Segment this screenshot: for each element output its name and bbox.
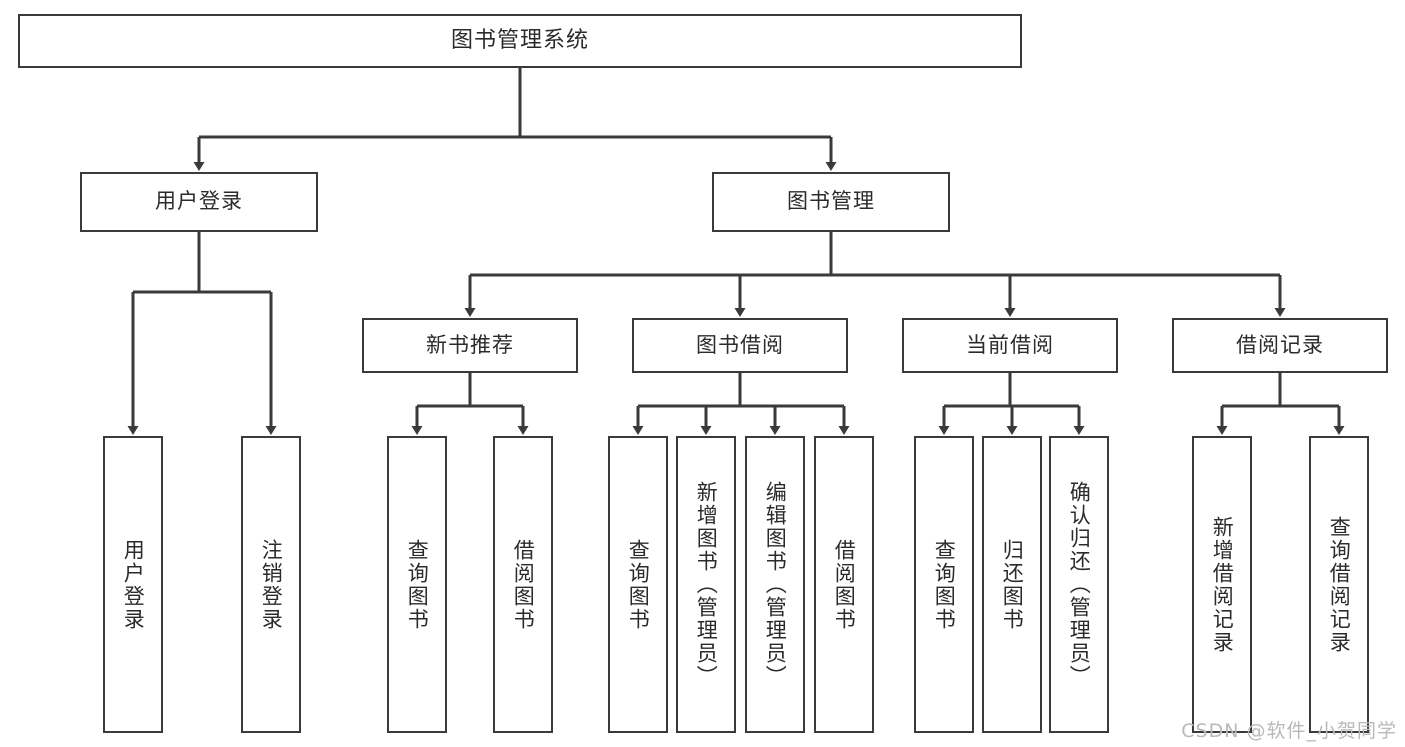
- node-current-borrowing[interactable]: 当前借阅: [902, 318, 1118, 373]
- node-borrowing-record[interactable]: 借阅记录: [1172, 318, 1388, 373]
- leaf-add-book-admin[interactable]: 新增图书（管理员）: [676, 436, 736, 733]
- leaf-query-books-current[interactable]: 查询图书: [914, 436, 974, 733]
- node-book-management[interactable]: 图书管理: [712, 172, 950, 232]
- leaf-query-borrow-record[interactable]: 查询借阅记录: [1309, 436, 1369, 733]
- leaf-borrow-books-borrowing[interactable]: 借阅图书: [814, 436, 874, 733]
- csdn-watermark: CSDN @软件_小贺同学: [1181, 720, 1397, 742]
- leaf-user-login[interactable]: 用户登录: [103, 436, 163, 733]
- leaf-query-books-borrowing[interactable]: 查询图书: [608, 436, 668, 733]
- leaf-return-books[interactable]: 归还图书: [982, 436, 1042, 733]
- node-book-borrowing[interactable]: 图书借阅: [632, 318, 848, 373]
- node-user-login[interactable]: 用户登录: [80, 172, 318, 232]
- node-new-book-recommendation[interactable]: 新书推荐: [362, 318, 578, 373]
- leaf-add-borrow-record[interactable]: 新增借阅记录: [1192, 436, 1252, 733]
- leaf-query-books-new-book[interactable]: 查询图书: [387, 436, 447, 733]
- leaf-confirm-return-admin[interactable]: 确认归还（管理员）: [1049, 436, 1109, 733]
- leaf-logout[interactable]: 注销登录: [241, 436, 301, 733]
- leaf-borrow-books-new-book[interactable]: 借阅图书: [493, 436, 553, 733]
- node-root-book-management-system[interactable]: 图书管理系统: [18, 14, 1022, 68]
- leaf-edit-book-admin[interactable]: 编辑图书（管理员）: [745, 436, 805, 733]
